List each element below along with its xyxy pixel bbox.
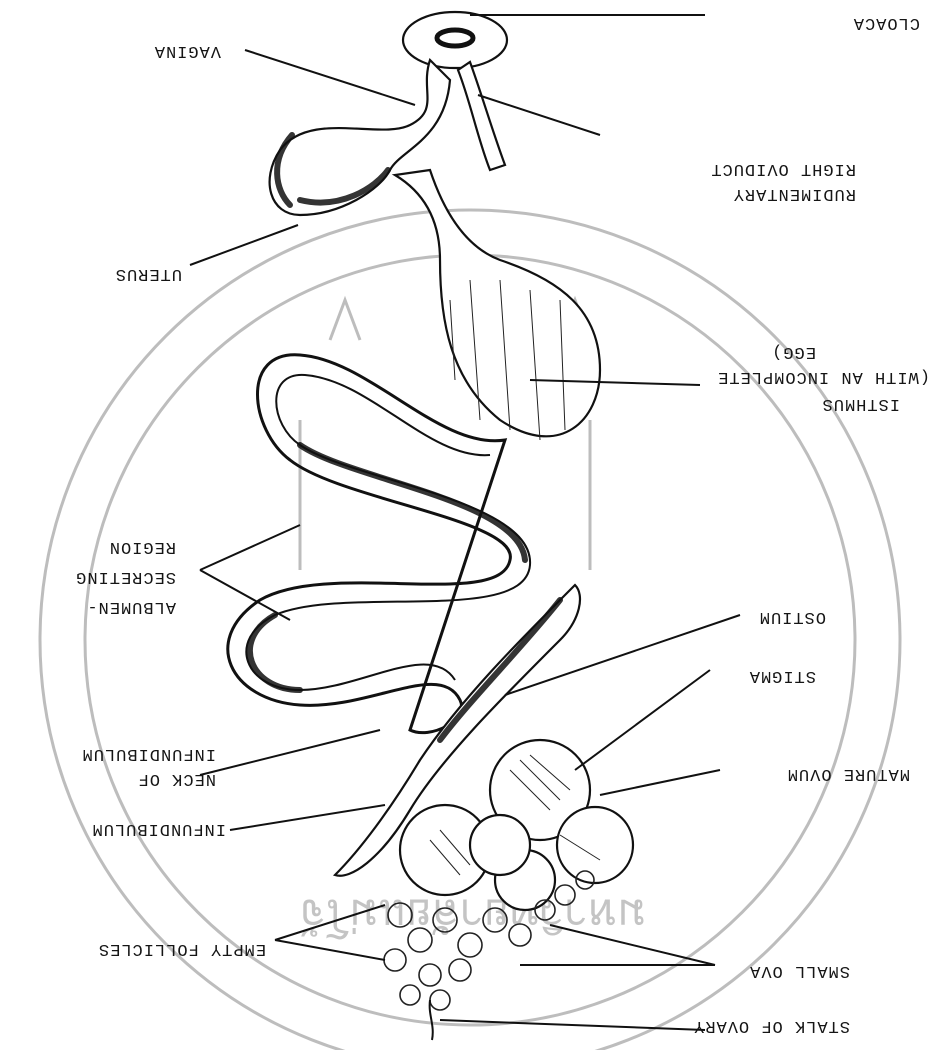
label-rudimentary-2: RIGHT OVIDUCT [710,159,856,178]
label-infundibulum: INFUNDIBULUM [92,819,226,838]
oviduct-drawing [190,12,740,1040]
label-stalk-of-ovary: STALK OF OVARY [693,1016,850,1035]
label-small-ova: SMALL OVA [749,961,850,980]
label-isthmus-1: ISTHMUS [822,394,900,413]
label-cloaca: CLOACA [853,13,920,32]
label-isthmus-2: (WITH AN INCOMPLETE [717,367,930,386]
rudimentary-oviduct-shape [458,62,505,170]
label-neck-1: NECK OF [138,769,216,788]
label-ostium: OSTIUM [759,607,826,626]
label-neck-2: INFUNDIBULUM [82,744,216,763]
label-stigma: STIGMA [749,666,816,685]
label-isthmus-3: EGG) [771,342,816,361]
label-uterus: UTERUS [115,264,182,283]
label-mature-ovum: MATURE OVUM [787,764,910,783]
label-empty-follicles: EMPTY FOLLICLES [98,939,266,958]
label-albumen-1: ALBUMEN- [86,597,176,616]
label-vagina: VAGINA [154,41,221,60]
label-albumen-2: SECRETING [75,567,176,586]
label-rudimentary-1: RUDIMENTARY [733,184,856,203]
svg-text:มหาวิทยาลัยแม่โจ้: มหาวิทยาลัยแม่โจ้ [300,889,646,940]
label-albumen-3: REGION [109,537,176,556]
